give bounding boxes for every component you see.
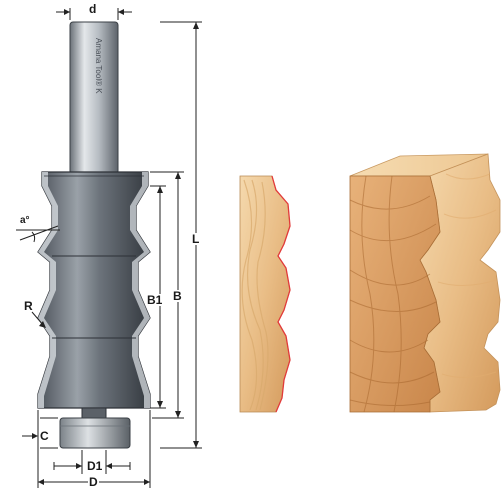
molding-profile: [239, 175, 291, 413]
bearing: [59, 417, 131, 449]
collar: [81, 407, 107, 419]
shank: [69, 21, 119, 175]
label-angle: a°: [20, 215, 30, 226]
label-D1: D1: [86, 459, 104, 473]
label-B1: B1: [146, 293, 164, 307]
profile-cut-edge: [271, 175, 291, 413]
label-D: D: [88, 475, 99, 489]
label-B: B: [172, 289, 183, 303]
shank-engraving: Amana Tool® K: [94, 38, 103, 94]
label-R: R: [24, 299, 33, 313]
label-d: d: [89, 2, 97, 16]
label-L: L: [191, 232, 201, 246]
wood-block: [349, 153, 501, 413]
label-C: C: [40, 429, 49, 443]
wood-block-end-face: [349, 175, 441, 413]
router-bit: Amana Tool® K: [37, 21, 151, 449]
